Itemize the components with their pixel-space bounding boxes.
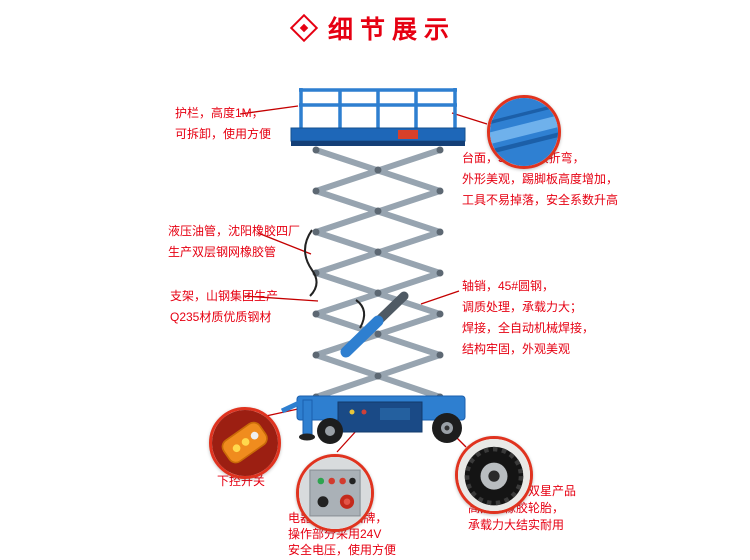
scissor-pivot-pins <box>312 146 444 401</box>
note-line: 调质处理，承载力大； <box>462 300 583 314</box>
note-line: 工具不易掉落，安全系数升高 <box>462 193 619 207</box>
note-line: 安全电压，使用方便 <box>288 543 397 557</box>
tire-photo <box>455 436 533 514</box>
hydraulic-cylinder <box>340 291 409 358</box>
note-line: 承载力大结实耐用 <box>468 518 565 532</box>
note-frame: 支架，山钢集团生产 Q235材质优质钢材 <box>170 286 278 328</box>
chassis <box>296 395 466 433</box>
section-header: 细节展示 <box>0 10 750 46</box>
platform-surface-photo <box>487 95 561 169</box>
platform-railing <box>299 88 457 130</box>
platform-surface-graphic <box>490 98 558 166</box>
remote-control-photo <box>209 407 281 479</box>
note-line: 护栏，高度1M， <box>175 106 264 120</box>
control-panel-graphic <box>299 457 371 529</box>
note-line: Q235材质优质钢材 <box>170 310 272 324</box>
note-line: 支架，山钢集团生产 <box>170 289 279 303</box>
diamond-icon <box>289 13 319 43</box>
note-platform: 台面，5mm平板折弯， 外形美观，踢脚板高度增加， 工具不易掉落，安全系数升高 <box>462 148 618 211</box>
outrigger-leg <box>280 399 315 441</box>
note-line: 液压油管，沈阳橡胶四厂 <box>168 224 301 238</box>
diamond-icon-inner <box>299 23 309 33</box>
note-line: 外形美观，踢脚板高度增加， <box>462 172 619 186</box>
note-line: 生产双层钢网橡胶管 <box>168 245 277 259</box>
note-line: 可拆卸，使用方便 <box>175 127 272 141</box>
scissor-arms <box>313 147 443 400</box>
note-line: 轴销，45#圆钢， <box>462 279 555 293</box>
note-hydraulic-hose: 液压油管，沈阳橡胶四厂 生产双层钢网橡胶管 <box>168 221 300 263</box>
page-title: 细节展示 <box>327 16 456 44</box>
hydraulic-hose <box>304 229 366 329</box>
note-line: 操作部分采用24V <box>288 527 382 541</box>
control-panel-photo <box>296 454 374 532</box>
wheels <box>317 413 462 444</box>
note-line: 焊接，全自动机械焊接， <box>462 321 595 335</box>
note-line: 结构牢固，外观美观 <box>462 342 571 356</box>
note-axle-pin: 轴销，45#圆钢， 调质处理，承载力大； 焊接，全自动机械焊接， 结构牢固，外观… <box>462 276 594 360</box>
note-guardrail: 护栏，高度1M， 可拆卸，使用方便 <box>175 103 271 145</box>
remote-control-graphic <box>212 410 278 476</box>
tire-graphic <box>458 439 530 511</box>
platform-deck <box>290 127 466 146</box>
